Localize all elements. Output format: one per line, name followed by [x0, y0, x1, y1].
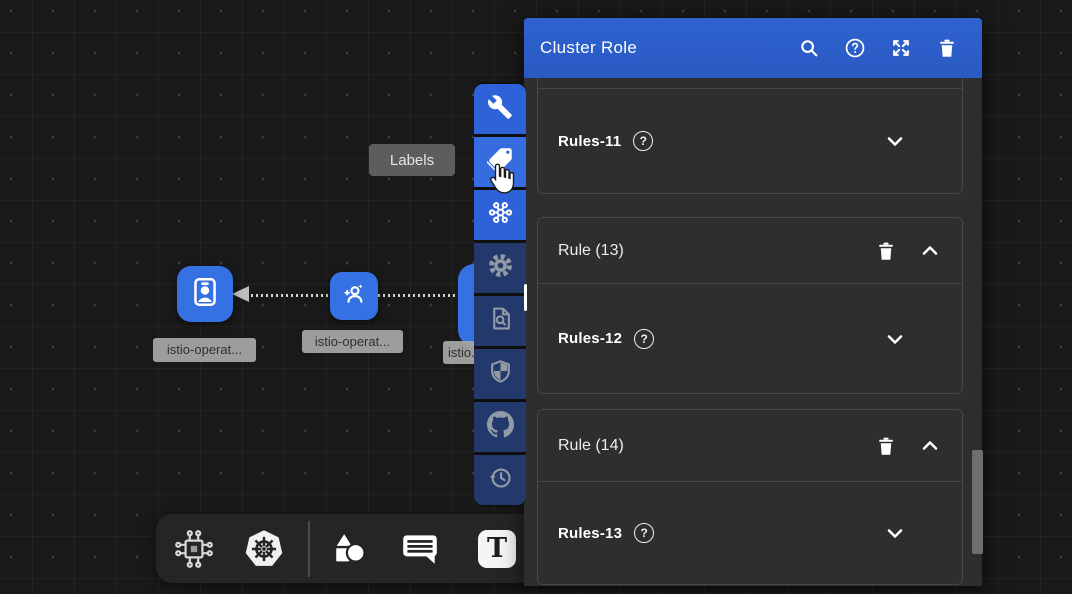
chevron-down-icon[interactable]	[883, 129, 907, 153]
rule-card: Rule (13)	[537, 217, 963, 394]
rule-card-header[interactable]	[538, 78, 962, 89]
hand-cursor	[486, 161, 516, 201]
drawer-resize-handle[interactable]	[524, 284, 527, 311]
rule-title: Rule (13)	[558, 241, 624, 259]
edge-dotted	[251, 294, 330, 297]
rules-row: Rules-11	[538, 89, 962, 193]
edge-arrowhead	[232, 286, 249, 302]
delete-icon[interactable]	[936, 37, 958, 59]
help-icon[interactable]	[634, 328, 655, 349]
circuit-node-icon[interactable]	[173, 528, 215, 570]
text-tool-icon[interactable]	[478, 529, 516, 568]
rules-label: Rules-13	[558, 524, 623, 542]
service-account-icon	[340, 280, 368, 313]
comment-icon[interactable]	[399, 528, 441, 570]
help-icon[interactable]	[634, 523, 655, 543]
panel-body[interactable]: Rules-11 Rule (13)	[524, 78, 982, 586]
chevron-down-icon[interactable]	[883, 327, 907, 351]
shapes-icon[interactable]	[326, 527, 370, 571]
rule-card: Rule (14)	[537, 409, 963, 585]
chevron-down-icon[interactable]	[883, 521, 907, 545]
rule-title: Rule (14)	[558, 436, 624, 454]
rule-card-header[interactable]: Rule (14)	[538, 410, 962, 482]
panel-header: Cluster Role	[524, 18, 982, 78]
search-icon[interactable]	[798, 37, 820, 59]
help-icon[interactable]	[844, 37, 866, 59]
node-service-account[interactable]	[330, 272, 378, 320]
node-label: istio-operat...	[153, 338, 256, 362]
rule-card: Rules-11	[537, 78, 963, 194]
chevron-up-icon[interactable]	[918, 434, 942, 458]
rule-card-header[interactable]: Rule (13)	[538, 218, 962, 284]
kubernetes-icon[interactable]	[242, 527, 286, 571]
hub-tool-button[interactable]	[474, 190, 526, 240]
doc-search-button[interactable]	[474, 296, 526, 346]
wrench-tool-button[interactable]	[474, 84, 526, 134]
expand-icon[interactable]	[890, 37, 912, 59]
toolbar-divider	[308, 520, 310, 577]
labels-tool-button[interactable]	[474, 137, 526, 187]
id-badge-icon	[188, 275, 222, 314]
help-icon[interactable]	[633, 131, 654, 151]
delete-rule-icon[interactable]	[874, 239, 898, 263]
chevron-up-icon[interactable]	[918, 239, 942, 263]
delete-rule-icon[interactable]	[874, 434, 898, 458]
shield-icon	[488, 359, 513, 389]
panel-scrollbar[interactable]	[972, 450, 983, 554]
edge-dotted	[378, 294, 470, 297]
labels-tooltip: Labels	[369, 144, 455, 176]
history-button[interactable]	[474, 455, 526, 505]
side-toolbar	[474, 82, 526, 507]
cluster-role-panel: Cluster Role	[524, 18, 982, 586]
settings-button[interactable]	[474, 243, 526, 293]
rules-label: Rules-11	[558, 132, 622, 150]
rules-row: Rules-12	[538, 284, 962, 393]
panel-title: Cluster Role	[540, 38, 638, 57]
labels-tag-icon	[485, 146, 514, 178]
github-icon	[486, 411, 514, 443]
node-label: istio-operat...	[302, 330, 403, 353]
shield-button[interactable]	[474, 349, 526, 399]
rules-label: Rules-12	[558, 330, 623, 347]
gear-icon	[487, 252, 514, 284]
bottom-toolbar	[156, 514, 542, 583]
node-cluster-role[interactable]	[177, 266, 233, 322]
history-icon	[487, 465, 513, 496]
github-button[interactable]	[474, 402, 526, 452]
hub-icon	[487, 199, 514, 231]
rules-row: Rules-13	[538, 482, 962, 584]
doc-search-icon	[488, 306, 513, 336]
wrench-icon	[487, 94, 513, 125]
